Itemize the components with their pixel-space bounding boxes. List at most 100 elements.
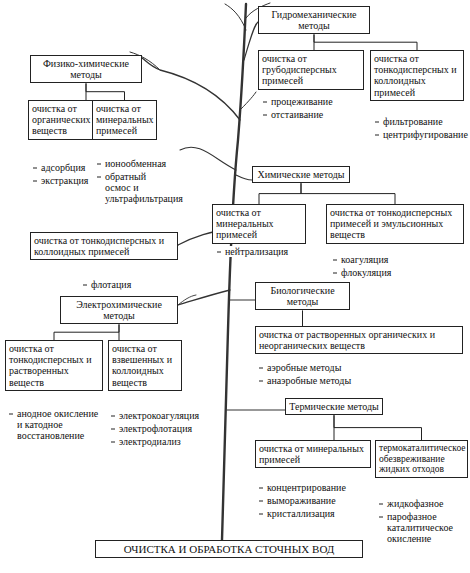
method-label: нейтрализация	[224, 246, 289, 257]
label-dash	[217, 252, 221, 253]
method-label: концентрирование	[266, 482, 347, 493]
method-label: отстаивание	[270, 109, 324, 120]
subcategory-box: очистка от тонкодисперсных и коллоидных …	[370, 50, 464, 101]
subcategory-box: очистка от органических веществ	[28, 100, 94, 140]
category-box: Биологические методы	[255, 282, 350, 310]
connector-line	[302, 310, 303, 326]
root-box: ОЧИСТКА И ОБРАБОТКА СТОЧНЫХ ВОД	[95, 540, 363, 558]
method-label: флокуляция	[340, 267, 392, 278]
connector-line	[259, 183, 301, 204]
label-dash	[259, 381, 263, 382]
label-dash	[259, 514, 263, 515]
tree-branch	[227, 409, 285, 410]
connector-line	[54, 324, 119, 340]
label-dash	[111, 429, 115, 430]
node-text: ОЧИСТКА И ОБРАБОТКА СТОЧНЫХ ВОД	[99, 543, 359, 555]
subcategory-box: термокаталитическое обезвреживание жидки…	[375, 440, 468, 478]
connector-line	[314, 34, 417, 50]
connector-line	[334, 415, 422, 440]
node-text: термокаталитическое обезвреживание жидки…	[379, 443, 464, 475]
node-text: Электрохимические методы	[64, 299, 174, 321]
subcategory-box: очистка от тонкодисперсных примесей и эм…	[326, 204, 464, 244]
node-text: очистка от минеральных примесей	[96, 103, 153, 137]
node-text: Гидромеханические методы	[262, 9, 366, 31]
method-label: адсорбция	[40, 162, 86, 173]
connector-line	[301, 183, 395, 204]
method-label: электрофлотация	[118, 423, 193, 434]
tree-branch	[230, 299, 255, 300]
tree-branch	[180, 147, 236, 170]
tree-branch	[236, 175, 252, 180]
tree-branch	[244, 22, 258, 60]
node-text: очистка от растворенных органических и н…	[259, 329, 459, 351]
method-label: аэробные методы	[266, 362, 342, 373]
label-dash	[111, 442, 115, 443]
method-label: электродиализ	[118, 436, 182, 447]
method-label: фильтрование	[382, 116, 444, 127]
tree-twig	[178, 295, 196, 305]
node-text: Термические методы	[289, 401, 379, 412]
category-box: Электрохимические методы	[60, 296, 178, 324]
category-box: Физико-химические методы	[30, 55, 142, 83]
label-dash	[333, 273, 337, 274]
label-dash	[263, 115, 267, 116]
node-text: очистка от тонкодисперсных и растворенны…	[9, 343, 99, 388]
label-dash	[111, 416, 115, 417]
method-label: анаэробные методы	[266, 375, 352, 386]
tree-branch	[178, 290, 230, 305]
subcategory-box: очистка от тонкодисперсных и коллоидных …	[30, 232, 178, 260]
node-text: Биологические методы	[259, 285, 346, 307]
label-dash	[259, 368, 263, 369]
subcategory-box: очистка от минеральных примесей	[92, 100, 157, 140]
category-box: Гидромеханические методы	[258, 6, 370, 34]
method-label: коагуляция	[340, 254, 389, 265]
tree-trunk	[222, 4, 246, 540]
node-text: очистка от тонкодисперсных примесей и эм…	[330, 207, 460, 241]
label-dash	[33, 168, 37, 169]
tree-twig	[225, 4, 246, 30]
label-dash	[97, 164, 101, 165]
category-box: Химические методы	[252, 166, 350, 183]
connector-line	[119, 324, 120, 340]
subcategory-box: очистка от грубодисперсных примесей	[258, 50, 364, 90]
label-dash	[379, 504, 383, 505]
label-dash	[379, 517, 383, 518]
connector-line	[86, 83, 125, 100]
method-label: кристаллизация	[266, 508, 336, 519]
subcategory-box: очистка от взвешенных и коллоидных вещес…	[108, 340, 182, 391]
label-dash	[375, 135, 379, 136]
label-dash	[97, 177, 101, 178]
label-dash	[83, 285, 87, 286]
label-dash	[259, 501, 263, 502]
method-label: ионообменная	[104, 158, 167, 169]
method-label: экстракция	[40, 175, 89, 186]
node-text: очистка от органических веществ	[32, 103, 90, 137]
method-label: обратный осмос и ультрафильтрация	[104, 171, 168, 205]
label-dash	[333, 260, 337, 261]
node-text: очистка от минеральных примесей	[259, 443, 367, 465]
label-ticks	[9, 102, 383, 517]
subcategory-box: очистка от растворенных органических и н…	[255, 326, 463, 354]
method-label: анодное окисление и катодное восстановле…	[16, 408, 102, 442]
label-dash	[263, 102, 267, 103]
node-text: очистка от тонкодисперсных и коллоидных …	[374, 53, 460, 98]
node-text: очистка от грубодисперсных примесей	[262, 53, 360, 87]
label-dash	[33, 181, 37, 182]
subcategory-box: очистка от минеральных примесей	[255, 440, 371, 468]
node-text: очистка от взвешенных и коллоидных вещес…	[112, 343, 178, 388]
category-box: Термические методы	[285, 398, 383, 415]
method-label: процеживание	[270, 96, 334, 107]
subcategory-box: очистка от тонкодисперсных и растворенны…	[5, 340, 103, 391]
subcategory-box: очистка от минеральных примесей	[212, 204, 306, 244]
method-label: центрифугирование	[382, 129, 468, 140]
label-dash	[9, 414, 13, 415]
tree-twig	[240, 92, 256, 110]
node-text: очистка от минеральных примесей	[216, 207, 302, 241]
node-text: Физико-химические методы	[34, 58, 138, 80]
node-text: Химические методы	[256, 169, 346, 180]
node-text: очистка от тонкодисперсных и коллоидных …	[34, 235, 174, 257]
method-label: парофазное каталитическое окисление	[386, 511, 466, 545]
label-dash	[375, 122, 379, 123]
method-label: вымораживание	[266, 495, 337, 506]
